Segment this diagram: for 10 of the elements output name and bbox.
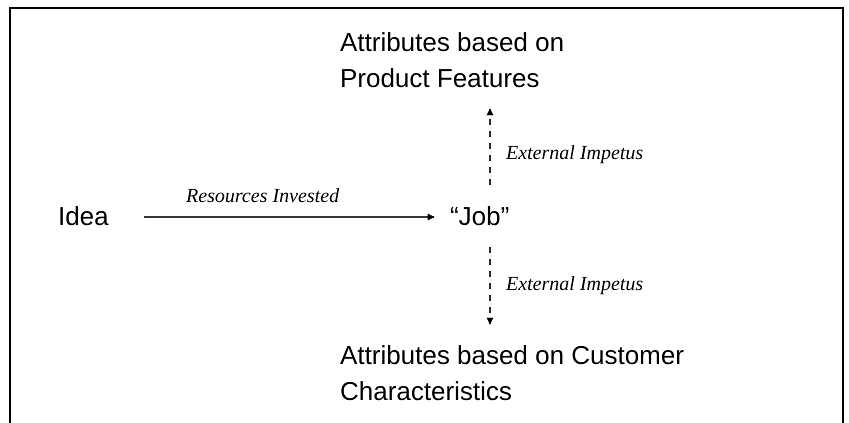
- node-text: “Job”: [450, 200, 510, 233]
- edge-label: External Impetus: [506, 272, 644, 296]
- node-text: Attributes based on Product Features: [340, 26, 566, 95]
- edge-label: Resources Invested: [186, 184, 340, 208]
- dashed-arrow: [486, 108, 494, 185]
- dashed-arrow: [486, 247, 494, 325]
- arrow: [144, 214, 435, 220]
- edge-label: External Impetus: [506, 141, 644, 165]
- node-text: Idea: [58, 200, 109, 233]
- node-text: Attributes based on Customer Characteristics: [340, 339, 685, 408]
